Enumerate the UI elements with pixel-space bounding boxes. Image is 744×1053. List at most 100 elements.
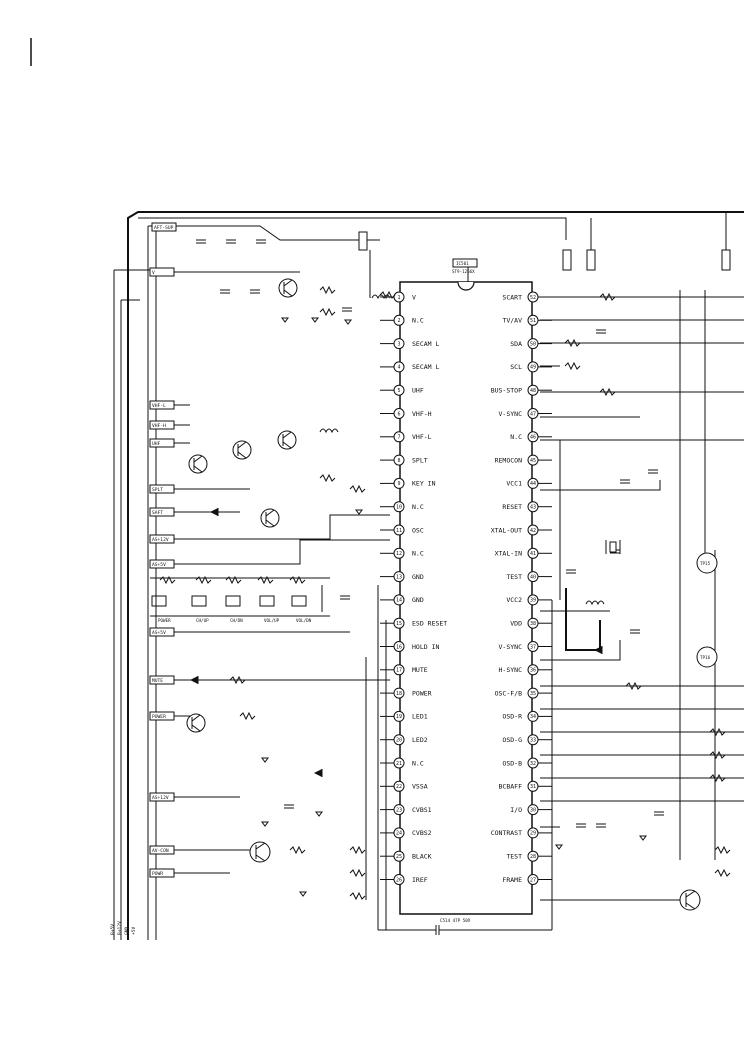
svg-text:AS+12V: AS+12V [152, 795, 169, 801]
bus-labels: B+5V B+12V GND +5V [110, 921, 137, 935]
connector-tag: SAFT [149, 507, 175, 517]
pin-label: TEST [506, 853, 522, 861]
switch-power: POWER [151, 595, 171, 623]
pin-label: OSD-B [502, 759, 522, 767]
ic-pin-right: 48 BUS-STOP [491, 384, 552, 396]
pin-number: 30 [530, 807, 536, 813]
pin-label: ESD RESET [412, 620, 447, 628]
pin-label: GND [412, 596, 424, 604]
ic-pin-right: 46 N.C [510, 431, 552, 443]
connector-tag: UHF [149, 438, 175, 448]
pin-number: 46 [530, 435, 536, 441]
pin-label: SPLT [412, 456, 428, 464]
pin-label: VHF-L [412, 433, 432, 441]
ic-pin-right: 37V-SYNC [499, 641, 552, 652]
pin-label: N.C [510, 433, 522, 441]
net-lines [365, 250, 744, 930]
svg-text:POWR: POWR [152, 871, 163, 877]
connector-tag: V [149, 267, 175, 277]
ic-pin-right: 47V-SYNC [499, 408, 552, 419]
transistors [186, 278, 701, 911]
pin-label: GND [412, 573, 424, 581]
diodes [190, 294, 605, 777]
pin-label: N.C [412, 550, 424, 558]
pin-label: OSC [412, 526, 424, 534]
pin-number: 14 [396, 598, 402, 604]
pin-number: 11 [396, 528, 402, 534]
connector-tag: VHF-L [149, 400, 175, 410]
transistor-q508 [679, 889, 701, 911]
pin-number: 34 [530, 714, 536, 720]
pin-label: XTAL-IN [495, 550, 522, 558]
pin-number: 43 [530, 505, 536, 511]
pin-label: SCL [510, 363, 522, 371]
connector-tag: VHF-H [149, 420, 175, 430]
svg-text:CH/UP: CH/UP [196, 618, 209, 623]
pin-number: 40 [530, 574, 536, 580]
pin-number: 37 [530, 644, 536, 650]
svg-text:AS+12V: AS+12V [152, 537, 169, 543]
ic-ref: IC501 [456, 261, 469, 266]
pin-number: 4 [397, 365, 400, 371]
pin-label: VCC1 [506, 480, 522, 488]
pin-label: OSD-G [502, 736, 522, 744]
svg-text:VOL/DN: VOL/DN [296, 618, 312, 623]
pin-label: N.C [412, 503, 424, 511]
pin-label: KEY IN [412, 480, 436, 488]
connector-tag: AS+12V [149, 534, 175, 544]
switch-vol-up: VOL/UP [259, 595, 280, 623]
transistor-q503 [232, 440, 252, 460]
pin-label: CONTRAST [491, 829, 522, 837]
test-point-tp15: TP15 [696, 552, 718, 574]
pin-number: 48 [530, 388, 536, 394]
pin-label: BUS-STOP [491, 387, 522, 395]
transistor-q502 [188, 454, 208, 474]
pin-number: 39 [530, 598, 536, 604]
pin-number: 5 [397, 388, 400, 394]
pin-label: OSC-F/B [495, 689, 522, 697]
ic-pin-right: 34 OSD-R [502, 710, 552, 722]
pin-label: VHF-H [412, 410, 432, 418]
svg-text:AFT-SUP: AFT-SUP [154, 225, 174, 231]
crystal [605, 540, 621, 554]
pin-label: MUTE [412, 666, 428, 674]
svg-text:SPLT: SPLT [152, 487, 163, 493]
svg-text:SAFT: SAFT [152, 510, 163, 516]
pin-number: 23 [396, 807, 402, 813]
pin-label: N.C [412, 317, 424, 325]
pin-number: 50 [530, 341, 536, 347]
pin-label: BCBAFF [499, 783, 523, 791]
pin-label: VSSA [412, 783, 428, 791]
bus-label: B+12V [117, 921, 123, 935]
pin-number: 2 [397, 318, 400, 324]
pin-number: 47 [530, 411, 536, 417]
switch-vol-dn: VOL/DN [291, 595, 312, 623]
pin-number: 25 [396, 854, 402, 860]
ic-pin-right: 36H-SYNC [499, 664, 552, 676]
pin-label: H-SYNC [499, 666, 523, 674]
pin-label: POWER [412, 689, 432, 697]
ic-pin-left: 2 N.C [380, 314, 424, 326]
transistor-q507 [249, 841, 271, 863]
pin-label: OSD-R [502, 713, 522, 721]
pin-label: BLACK [412, 853, 432, 861]
